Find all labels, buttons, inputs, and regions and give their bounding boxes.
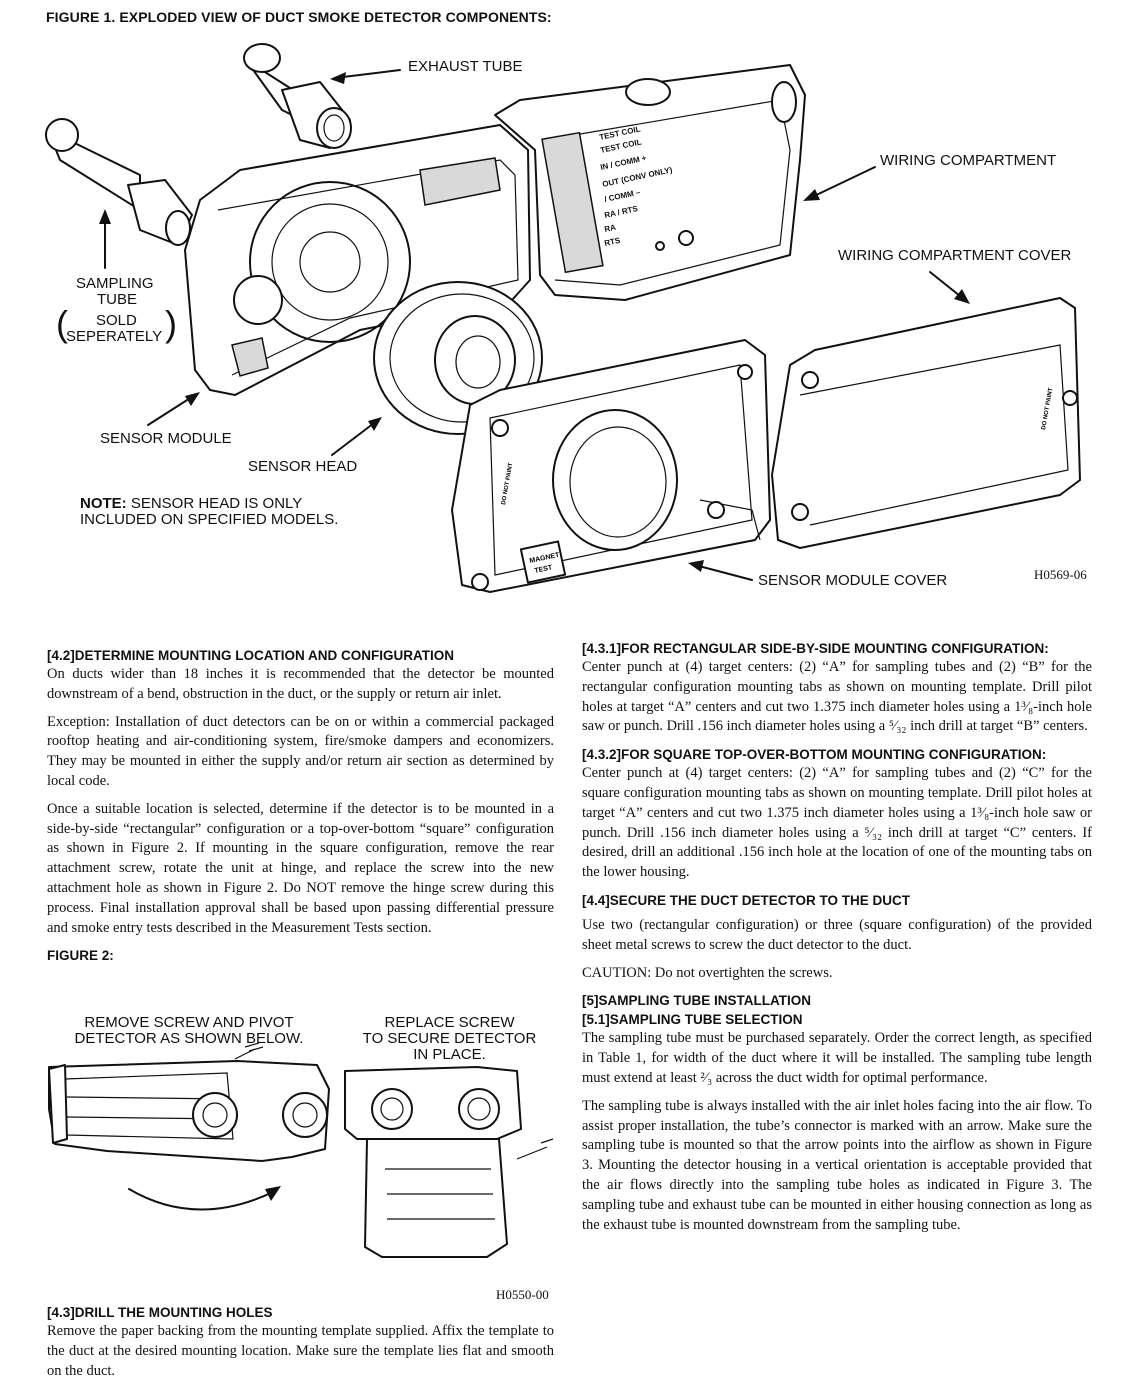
sampling-tube-callout: SAMPLING: [76, 275, 154, 292]
sensor-module-cover-drawing: MAGNET TEST DO NOT PAINT: [451, 339, 771, 593]
note-line-1: NOTE: SENSOR HEAD IS ONLY: [80, 496, 302, 512]
sold-separately-callout: SEPERATELY: [66, 328, 163, 345]
section-4-4-paragraph: Use two (rectangular configuration) or t…: [582, 916, 1092, 953]
section-5-1-heading: [5.1]SAMPLING TUBE SELECTION: [582, 1012, 803, 1028]
section-5-1-paragraph: The sampling tube must be purchased sepa…: [582, 1030, 1092, 1086]
section-4-2-paragraph: On ducts wider than 18 inches it is reco…: [47, 666, 554, 702]
figure2-right-caption: TO SECURE DETECTOR: [362, 1030, 537, 1047]
terminal-label: RTS: [604, 236, 622, 248]
wiring-compartment-cover-drawing: DO NOT PAINT: [771, 297, 1081, 549]
section-5-heading: [5]SAMPLING TUBE INSTALLATION: [582, 993, 811, 1009]
wiring-compartment-drawing: [494, 64, 806, 301]
left-column-bottom: [4.3]DRILL THE MOUNTING HOLES Remove the…: [47, 1303, 554, 1389]
callout-arrows: [99, 69, 970, 581]
section-4-3-2-heading: [4.3.2]FOR SQUARE TOP-OVER-BOTTOM MOUNTI…: [582, 747, 1047, 763]
terminal-label: RA: [604, 223, 617, 234]
paren-left: (: [56, 303, 68, 344]
figure2-drawing-code: H0550-00: [496, 1287, 549, 1302]
exhaust-tube-callout: EXHAUST TUBE: [408, 58, 523, 75]
right-column: [4.3.1]FOR RECTANGULAR SIDE-BY-SIDE MOUN…: [582, 639, 1092, 1243]
section-4-3-heading: [4.3]DRILL THE MOUNTING HOLES: [47, 1305, 273, 1320]
note-text: SENSOR HEAD IS ONLY: [126, 495, 303, 512]
sold-separately-callout: SOLD: [96, 312, 137, 329]
section-4-3-1-heading: [4.3.1]FOR RECTANGULAR SIDE-BY-SIDE MOUN…: [582, 641, 1049, 656]
section-4-3-paragraph: Remove the paper backing from the mounti…: [47, 1323, 554, 1379]
exhaust-tube-drawing: [243, 43, 352, 149]
section-4-2-paragraph: Exception: Installation of duct detector…: [47, 713, 554, 789]
section-4-2-heading: [4.2]DETERMINE MOUNTING LOCATION AND CON…: [47, 648, 454, 663]
note-line-2: INCLUDED ON SPECIFIED MODELS.: [80, 511, 339, 528]
section-4-3-2-paragraph: Center punch at (4) target centers: (2) …: [582, 765, 1092, 881]
sampling-tube-callout: TUBE: [97, 291, 138, 308]
wiring-compartment-callout: WIRING COMPARTMENT: [880, 152, 1057, 169]
left-column: [4.2]DETERMINE MOUNTING LOCATION AND CON…: [47, 646, 554, 965]
wiring-compartment-cover-callout: WIRING COMPARTMENT COVER: [838, 247, 1072, 264]
figure2-right-caption: IN PLACE.: [413, 1046, 486, 1063]
section-4-2-paragraph: Once a suitable location is selected, de…: [47, 800, 554, 936]
section-5-1-paragraph: The sampling tube is always installed wi…: [582, 1097, 1092, 1233]
figure1-drawing: TEST COIL TEST COIL IN / COMM + OUT (CON…: [0, 30, 1135, 620]
sensor-head-callout: SENSOR HEAD: [248, 458, 358, 475]
figure2-detector-right: [344, 1066, 554, 1258]
section-4-4-heading: [4.4]SECURE THE DUCT DETECTOR TO THE DUC…: [582, 892, 911, 908]
section-4-4-caution: CAUTION: Do not overtighten the screws.: [582, 964, 833, 981]
figure2-right-caption: REPLACE SCREW: [384, 1014, 515, 1031]
figure2-title: FIGURE 2:: [47, 948, 114, 964]
sensor-module-callout: SENSOR MODULE: [100, 430, 232, 447]
sampling-tube-drawing: [45, 118, 193, 246]
figure2-left-caption: REMOVE SCREW AND PIVOT: [84, 1014, 294, 1031]
figure1-title: FIGURE 1. EXPLODED VIEW OF DUCT SMOKE DE…: [46, 9, 552, 25]
paren-right: ): [165, 303, 177, 344]
figure2-detector-left: [48, 1042, 330, 1162]
figure2-left-caption: DETECTOR AS SHOWN BELOW.: [74, 1030, 304, 1047]
note-label: NOTE:: [80, 495, 127, 512]
figure2: REMOVE SCREW AND PIVOT DETECTOR AS SHOWN…: [47, 989, 555, 1305]
section-4-3-1-paragraph: Center punch at (4) target centers: (2) …: [582, 659, 1092, 735]
figure1-drawing-code: H0569-06: [1034, 567, 1087, 582]
magnet-test-label: TEST: [534, 564, 554, 575]
sensor-module-cover-callout: SENSOR MODULE COVER: [758, 572, 948, 589]
